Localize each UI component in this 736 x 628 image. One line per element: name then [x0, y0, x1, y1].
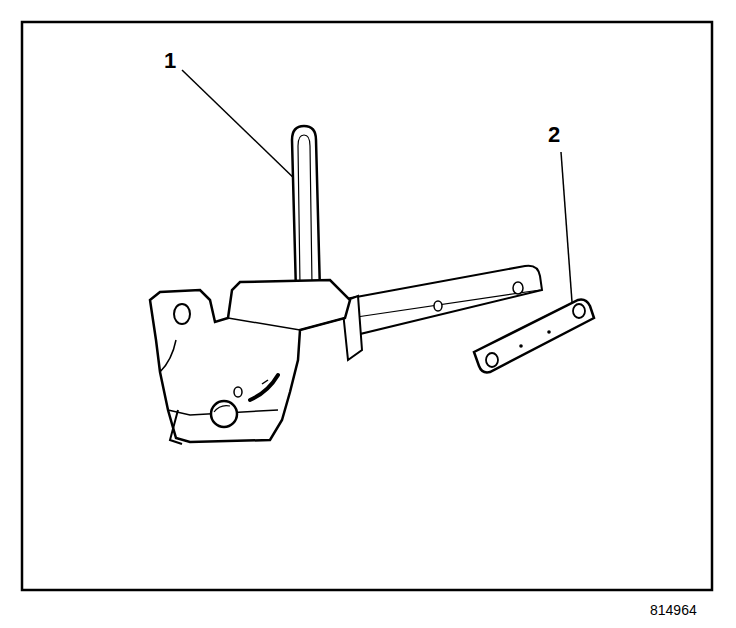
leader-line: [561, 152, 572, 302]
body-mark: [262, 380, 268, 384]
figure-frame: [22, 22, 712, 590]
regulator-handle: [292, 126, 320, 292]
callout-number: 1: [164, 50, 176, 72]
arm-hole: [513, 282, 523, 294]
figure-number: 814964: [650, 603, 697, 617]
leader-line: [182, 70, 300, 184]
callout-number: 2: [548, 124, 560, 146]
plate-dot: [547, 330, 551, 334]
body-hole: [234, 387, 242, 397]
backing-plate: [474, 300, 594, 373]
arm-edge: [350, 290, 540, 318]
stud-highlight: [214, 406, 230, 412]
plate-dot: [519, 344, 523, 348]
handle-groove: [298, 135, 312, 285]
regulator-arm: [340, 266, 542, 334]
tab: [170, 410, 182, 444]
arm-hole: [434, 301, 442, 311]
body-fold: [228, 318, 345, 330]
plate-hole: [573, 304, 585, 318]
pivot-stud: [211, 401, 237, 427]
regulator-body: [150, 280, 350, 442]
body-slot: [250, 375, 278, 400]
plate-hole: [486, 353, 498, 367]
mounting-hole: [174, 304, 190, 324]
